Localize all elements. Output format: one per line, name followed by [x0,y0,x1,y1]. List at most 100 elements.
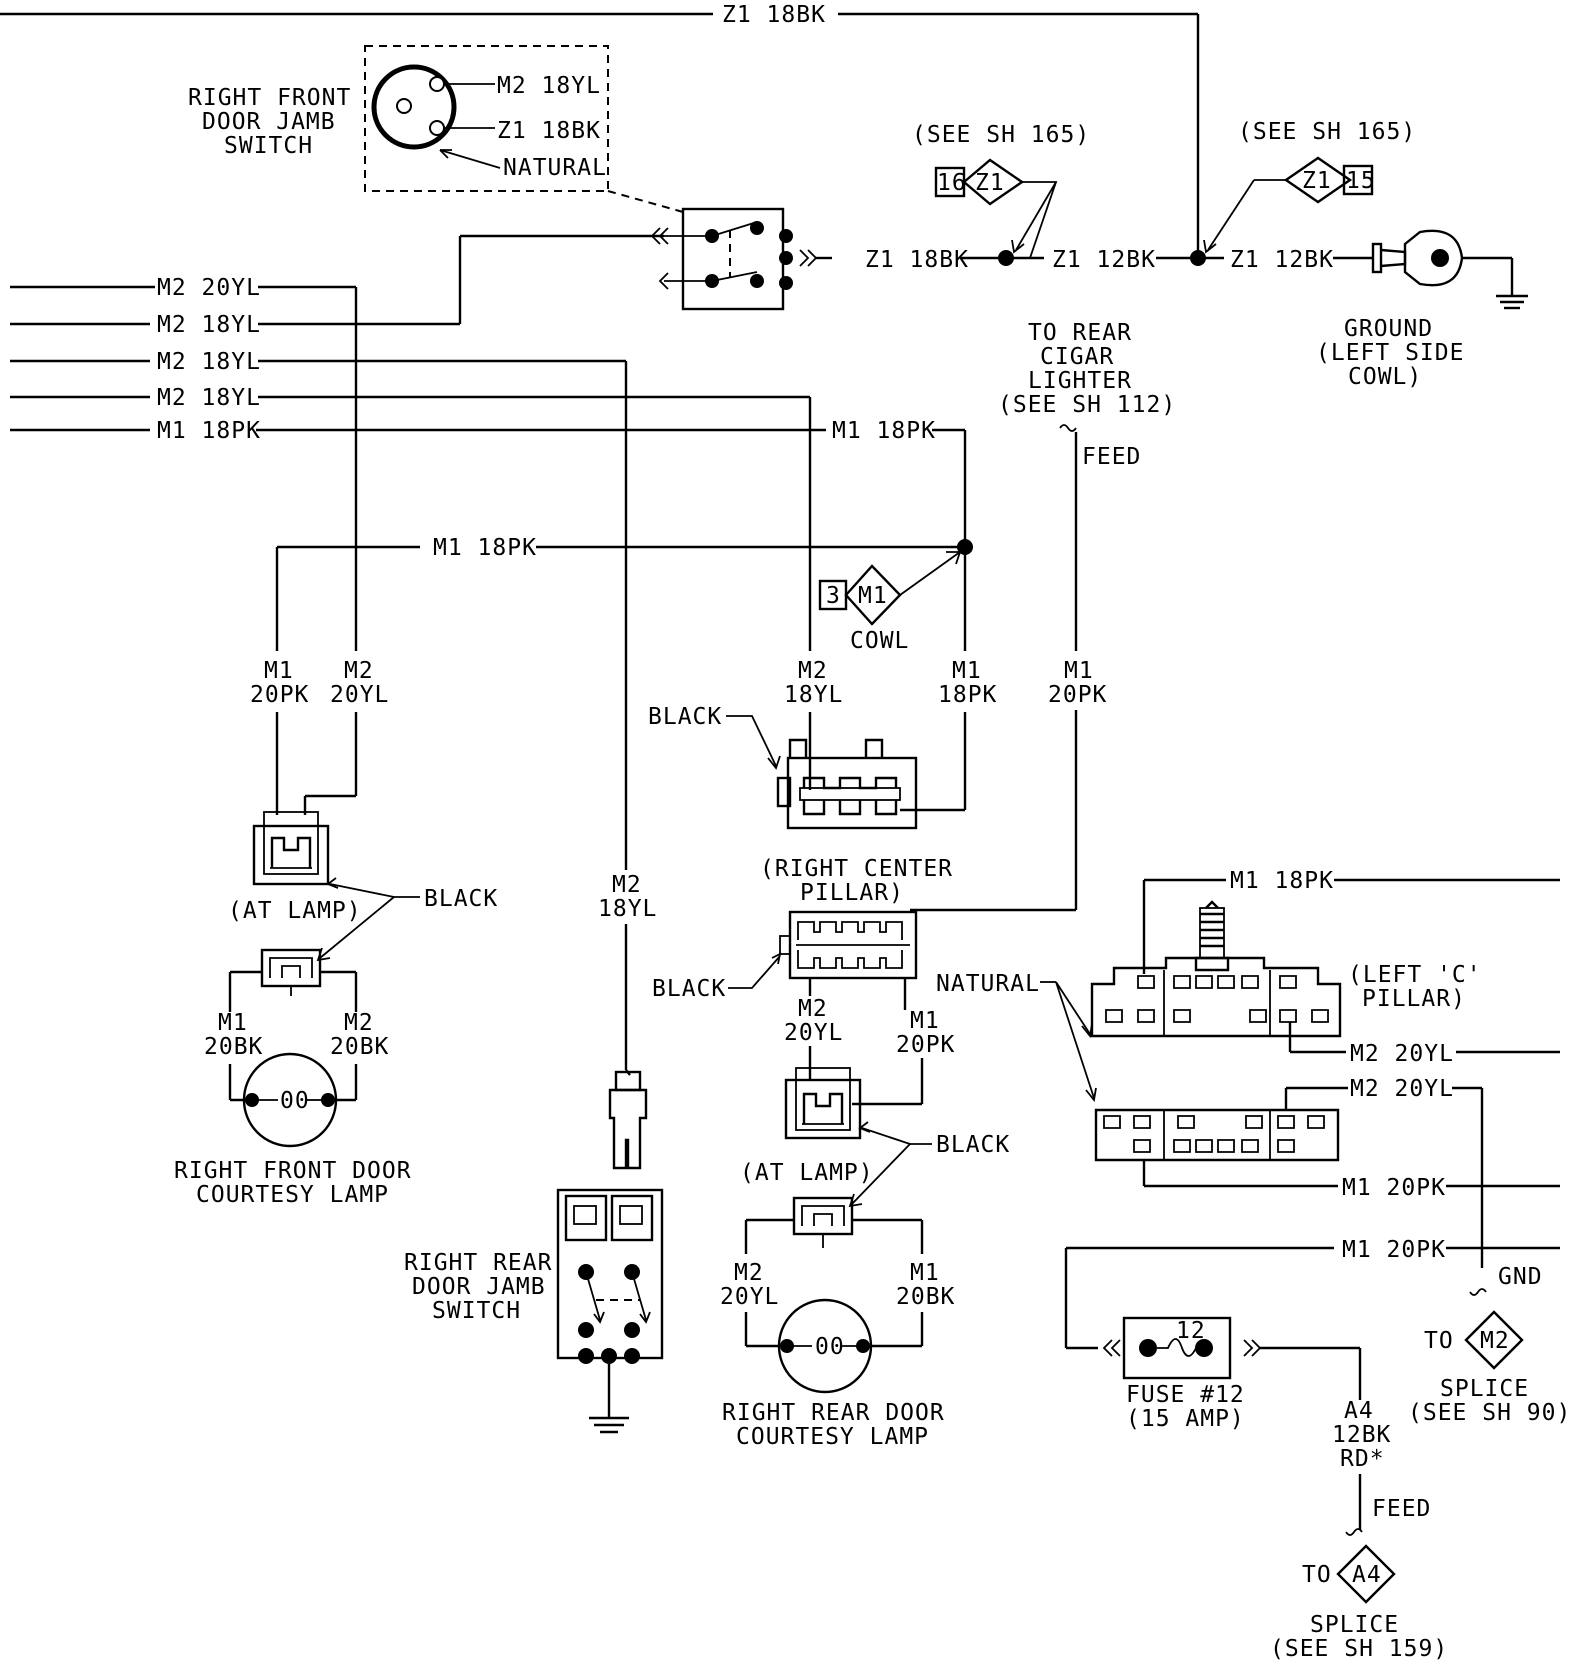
z1-ground-run: Z1 18BK Z1 12BK Z1 12BK GROUND (LEFT SID… [865,229,1528,390]
black-pillar2-label: BLACK [652,976,726,1002]
rf-m1-a: M1 [264,658,294,684]
rf-m2-b: 20YL [330,682,389,708]
rf-jamb-title-3: SWITCH [224,133,313,159]
black-pillar-label: BLACK [648,704,722,730]
splice-2b-label: (SEE SH 159) [1270,1636,1448,1662]
rr-lamp-label-1: RIGHT REAR DOOR [722,1400,945,1426]
fuse-label-2: (15 AMP) [1126,1406,1245,1432]
rr-jamb-label-1: RIGHT REAR [404,1250,552,1276]
at-lamp-1-label: (AT LAMP) [228,898,362,924]
conn15-code: Z1 [1302,168,1332,194]
lc-m1-18pk-label: M1 18PK [1230,868,1334,894]
rf-door-jamb-switch: RIGHT FRONT DOOR JAMB SWITCH M2 18YL Z1 … [188,45,832,311]
m1-18pk-right-label: M1 18PK [832,418,936,444]
rc-m2-b: 18YL [784,682,843,708]
cigar-label-3: LIGHTER [1028,368,1132,394]
jamb-pin-z1: Z1 18BK [497,118,601,144]
rr-m2-b: 18YL [598,896,657,922]
connector-15-z1: (SEE SH 165) Z1 15 [1203,119,1416,254]
jamb-pin-m2: M2 18YL [497,73,601,99]
lamp2-m1-b: 20BK [896,1284,955,1310]
to-a4-label: TO [1302,1562,1332,1588]
rc-pillar-label-2: PILLAR) [800,880,904,906]
rc-m1-a: M1 [952,658,982,684]
splice-1-label: SPLICE [1440,1376,1529,1402]
p2-m1-a: M1 [910,1008,940,1034]
lamp2-m2-b: 20YL [720,1284,779,1310]
ground-label-1: GROUND [1344,316,1433,342]
gnd-label: GND [1498,1264,1543,1290]
left-wires: M2 20YL M2 18YL M2 18YL M2 18YL M1 18PK … [10,234,967,870]
rc-m1-b: 18PK [938,682,997,708]
lamp2-m2-a: M2 [734,1260,764,1286]
rr-m2-a: M2 [612,872,642,898]
rr-jamb-label-3: SWITCH [432,1298,521,1324]
wire-m1-18pk-label: M1 18PK [157,418,261,444]
wire-m2-20yl-label: M2 20YL [157,275,261,301]
top-z1-wire: Z1 18BK [0,2,1200,258]
cigar-lighter-feed: TO REAR CIGAR LIGHTER (SEE SH 112) FEED … [910,320,1176,912]
ground-label-2: (LEFT SIDE [1316,340,1464,366]
see-sh165-a: (SEE SH 165) [912,122,1090,148]
a4-label-3: RD* [1340,1446,1385,1472]
wire-m2-18yl-a-label: M2 18YL [157,312,261,338]
rf-m2-a: M2 [344,658,374,684]
feed-bottom-label: FEED [1372,1496,1431,1522]
lc-m1-20pk-a-label: M1 20PK [1342,1175,1446,1201]
cigar-m1-a: M1 [1064,658,1094,684]
black-lamp2-label: BLACK [936,1132,1010,1158]
rf-lamp-circuit: M1 20PK M2 20YL BLACK (AT LAMP) M1 20BK … [174,658,498,1208]
natural-label: NATURAL [936,971,1040,997]
a4-code: A4 [1352,1562,1382,1588]
lc-pillar-label-1: (LEFT 'C' [1348,962,1482,988]
lamp1-bulb-icon: 00 [280,1088,310,1114]
m1-mid-run: M1 18PK 3 M1 COWL [275,535,973,654]
rr-jamb-label-2: DOOR JAMB [412,1274,546,1300]
black-lamp1-label: BLACK [424,886,498,912]
wire-m2-18yl-b-label: M2 18YL [157,349,261,375]
z1-18bk-mid-label: Z1 18BK [865,247,969,273]
lc-pillar-label-2: PILLAR) [1362,986,1466,1012]
lc-m2-20yl-b-label: M2 20YL [1350,1076,1454,1102]
lamp1-m2-a: M2 [344,1010,374,1036]
p2-m1-b: 20PK [896,1032,955,1058]
rc-pillar-connector: M2 18YL M1 18PK BLACK (RIGHT CENTER PILL… [648,658,997,906]
conn16-num: 16 [937,170,967,196]
p2-m2-b: 20YL [784,1020,843,1046]
lc-m1-20pk-b-label: M1 20PK [1342,1237,1446,1263]
wire-m2-18yl-c-label: M2 18YL [157,385,261,411]
jamb-natural-label: NATURAL [503,155,607,181]
cowl-code: M1 [858,583,888,609]
feed-top-label: FEED [1082,444,1141,470]
rf-m1-b: 20PK [250,682,309,708]
cigar-label-4: (SEE SH 112) [998,392,1176,418]
lamp2-m1-a: M1 [910,1260,940,1286]
rc-m2-a: M2 [798,658,828,684]
see-sh165-b: (SEE SH 165) [1238,119,1416,145]
left-c-pillar: M1 18PK (LEFT 'C' PILLAR) M2 20YL NATURA… [936,868,1560,1268]
fuse-12-circuit: M1 20PK 12 FUSE #12 (15 AMP) A4 12BK RD*… [1064,1237,1560,1662]
to-m2-label: TO [1424,1328,1454,1354]
top-wire-label: Z1 18BK [722,2,826,28]
ground-label-3: COWL) [1348,364,1422,390]
cigar-m1-b: 20PK [1048,682,1107,708]
m2-code: M2 [1480,1328,1510,1354]
rr-door-jamb-switch: M2 18YL RIGHT REAR DOOR JAMB SWITCH [404,872,664,1434]
m2-splice: GND TO M2 SPLICE (SEE SH 90) [1408,1264,1571,1426]
at-lamp-2-label: (AT LAMP) [740,1160,874,1186]
z1-12bk-a-label: Z1 12BK [1052,247,1156,273]
fuse-label-1: FUSE #12 [1126,1382,1245,1408]
lamp1-m1-b: 20BK [204,1034,263,1060]
rf-lamp-label-1: RIGHT FRONT DOOR [174,1158,412,1184]
lc-m2-20yl-a-label: M2 20YL [1350,1041,1454,1067]
lamp1-m2-b: 20BK [330,1034,389,1060]
z1-12bk-b-label: Z1 12BK [1230,247,1334,273]
splice-2-label: SPLICE [1310,1612,1399,1638]
rf-jamb-title-2: DOOR JAMB [202,109,336,135]
fuse-num: 12 [1176,1318,1206,1344]
rf-lamp-label-2: COURTESY LAMP [196,1182,389,1208]
lamp2-bulb-icon: 00 [815,1334,845,1360]
cigar-label-1: TO REAR [1028,320,1132,346]
splice-1b-label: (SEE SH 90) [1408,1400,1571,1426]
